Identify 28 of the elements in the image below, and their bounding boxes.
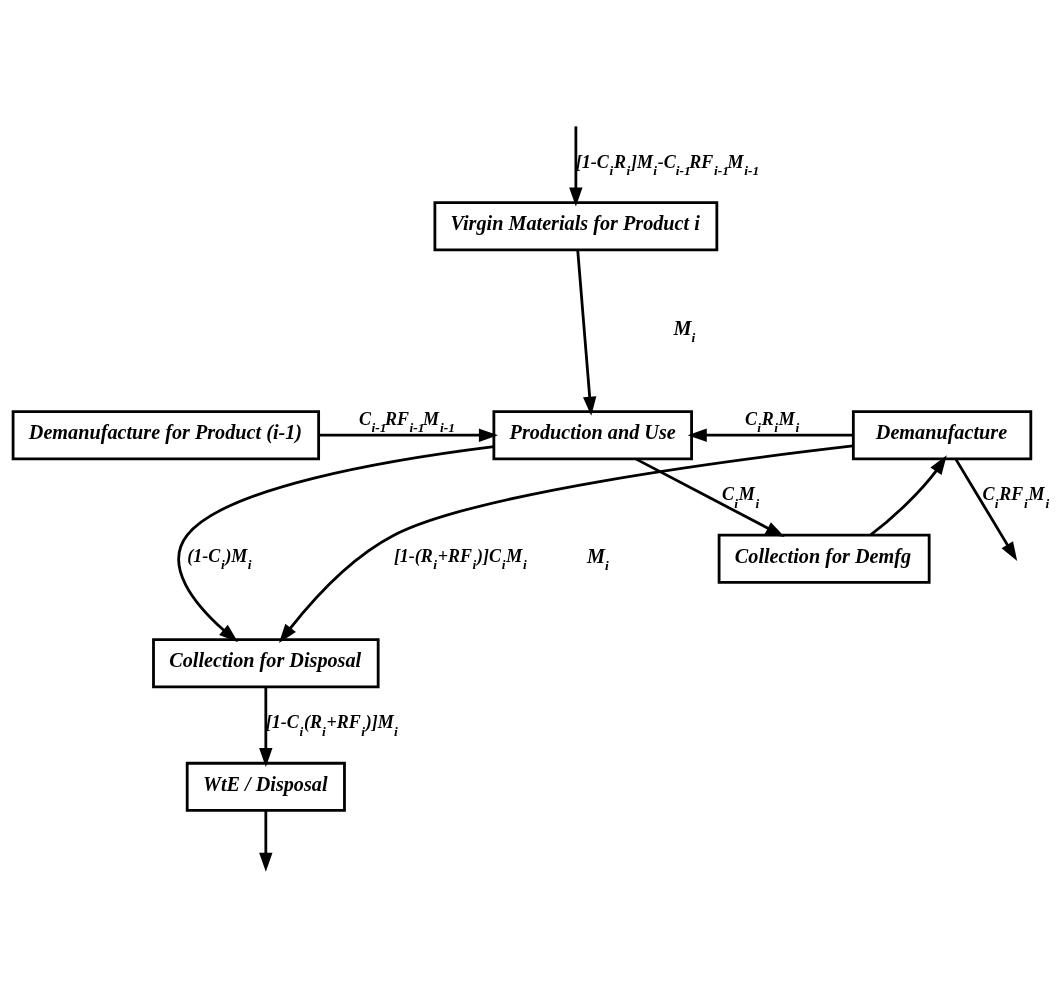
arrow bbox=[954, 458, 1018, 562]
edge-label: C$_{i}$RF$_{i}$M$_{i}$ bbox=[982, 484, 1050, 511]
node-box: Collection for Disposal bbox=[152, 638, 380, 689]
node-box: WtE / Disposal bbox=[185, 761, 346, 812]
edge-label: (1-C$_{i}$)M$_{i}$ bbox=[187, 545, 252, 573]
node-box: Collection for Demfg bbox=[717, 533, 931, 584]
node-box: Demanufacture for Product (i-1) bbox=[11, 410, 321, 461]
label: M$_{i}$ bbox=[673, 316, 696, 346]
edge-label: [1-C$_{i}$R$_{i}$]M$_{i}$-C$_{i-1}$RF$_{i-1}$M$_{i-1}$ bbox=[575, 151, 760, 179]
arrow bbox=[279, 444, 854, 643]
arrow bbox=[259, 810, 273, 872]
arrow bbox=[687, 428, 854, 442]
edge-label: [1-C$_{i}$(R$_{i}$+RF$_{i}$)]M$_{i}$ bbox=[265, 712, 398, 739]
edge-label: [1-(R$_{i}$+RF$_{i}$)]C$_{i}$M$_{i}$ bbox=[393, 545, 527, 573]
label: M$_{i}$ bbox=[587, 544, 609, 574]
arrow bbox=[259, 686, 273, 768]
node-box: Demanufacture bbox=[851, 410, 1033, 461]
arrow bbox=[569, 126, 583, 207]
arrow bbox=[869, 455, 947, 536]
arrow bbox=[635, 457, 785, 537]
node-box: Virgin Materials for Product i bbox=[433, 201, 719, 252]
edge-label: C$_{i}$M$_{i}$ bbox=[721, 484, 760, 511]
arrow bbox=[177, 445, 494, 643]
node-box: Production and Use bbox=[492, 410, 693, 461]
arrow bbox=[318, 428, 499, 442]
edge-label: C$_{i-1}$RF$_{i-1}$M$_{i-1}$ bbox=[359, 408, 455, 436]
edge-label: C$_{i}$R$_{i}$M$_{i}$ bbox=[744, 408, 800, 436]
arrow bbox=[576, 249, 597, 416]
